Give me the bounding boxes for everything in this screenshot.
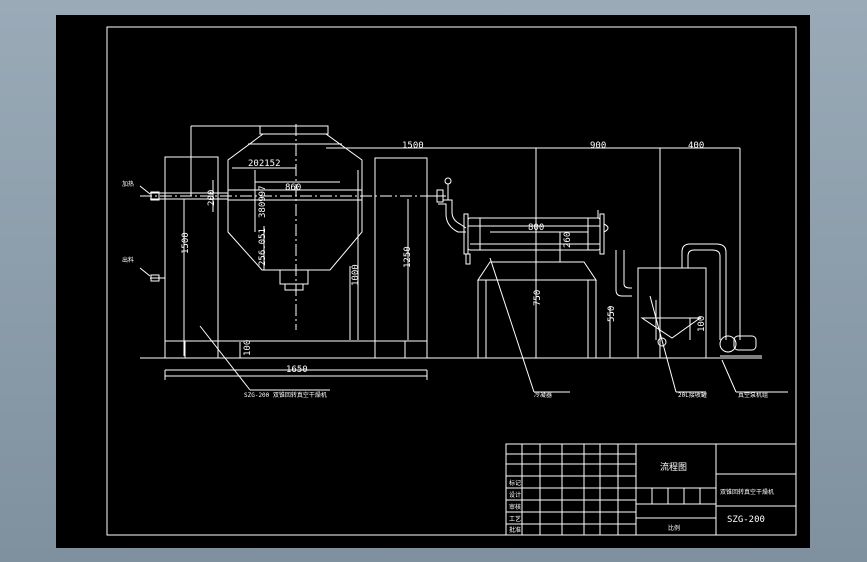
dim-202152: 202152 [248, 159, 281, 169]
dim-800: 800 [528, 223, 544, 233]
title-scale: 比例 [668, 524, 680, 532]
dim-1250: 1250 [403, 246, 413, 268]
title-flowchart: 流程图 [660, 461, 687, 473]
vacuum-pipe-valve [427, 177, 467, 233]
callout-condenser: 冷凝器 [534, 391, 552, 399]
title-row-design: 设计 [509, 491, 521, 499]
double-cone-vessel [150, 125, 363, 291]
dim-1500-vertical: 1500 [181, 232, 191, 254]
dim-100-tank: 100 [697, 316, 707, 332]
dim-256051: 256.051 [258, 228, 268, 266]
title-model: SZG-200 [727, 515, 765, 525]
title-row-process: 工艺 [509, 515, 521, 523]
title-block [505, 443, 797, 536]
dim-260: 260 [563, 232, 573, 248]
dim-550: 550 [607, 306, 617, 322]
title-row-review: 审核 [509, 503, 521, 511]
dryer-dimension-lines [164, 125, 536, 380]
dim-1000: 1000 [351, 264, 361, 286]
dim-750: 750 [533, 290, 543, 306]
vacuum-pump-unit [681, 243, 762, 357]
callout-dryer: SZG-200 双锥回转真空干燥机 [244, 391, 327, 399]
condenser-stand [477, 147, 741, 358]
title-row-mark: 标记 [509, 479, 521, 487]
dim-900: 900 [590, 141, 606, 151]
leader-lines [139, 185, 788, 393]
callout-tank: 20L接收罐 [678, 391, 707, 399]
dim-1650: 1650 [286, 365, 308, 375]
callout-discharge: 出料 [122, 256, 134, 264]
dim-1500: 1500 [402, 141, 424, 151]
drawing-sheet [56, 15, 810, 548]
drawing-border [106, 26, 797, 536]
title-equipment-name: 双锥回转真空干燥机 [720, 488, 774, 496]
title-row-approve: 批准 [509, 526, 521, 534]
callout-pump: 真空泵机组 [738, 391, 768, 399]
callout-heating: 加热 [122, 180, 134, 188]
dim-100: 100 [243, 340, 253, 356]
dim-400: 400 [688, 141, 704, 151]
dim-860: 860 [285, 183, 301, 193]
dim-380997: 380997 [258, 185, 268, 218]
dim-200: 200 [207, 190, 217, 206]
condenser [463, 210, 609, 265]
